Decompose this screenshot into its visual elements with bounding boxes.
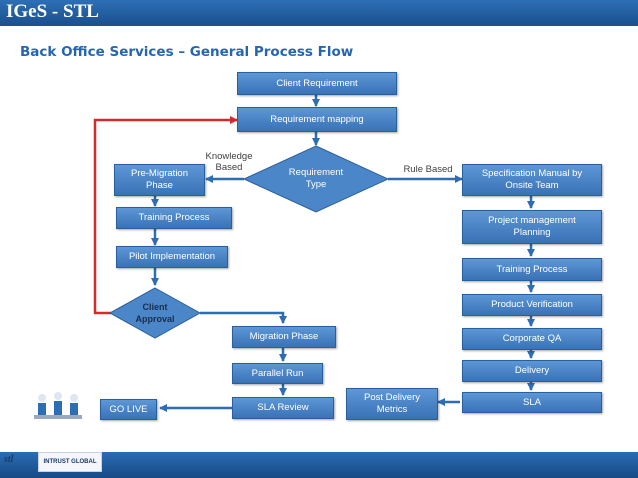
node-sla-review: SLA Review <box>232 397 334 419</box>
node-client-approval-label: Client Approval <box>135 302 175 324</box>
people-illustration <box>34 392 82 419</box>
node-spec-manual: Specification Manual by Onsite Team <box>462 164 602 196</box>
node-delivery: Delivery <box>462 360 602 382</box>
edge-label-rule-based: Rule Based <box>403 164 453 175</box>
node-pilot-implementation: Pilot Implementation <box>116 246 228 268</box>
loop-approval-to-mapping <box>93 116 238 315</box>
node-pre-migration-phase: Pre-Migration Phase <box>114 164 205 196</box>
node-parallel-run: Parallel Run <box>232 363 323 384</box>
footer-bar <box>0 452 638 478</box>
node-migration-phase: Migration Phase <box>232 326 336 348</box>
node-client-requirement: Client Requirement <box>237 72 397 95</box>
header-bar: IGeS - STL <box>0 0 638 26</box>
edge-label-knowledge-based: Knowledge Based <box>205 151 253 173</box>
node-training-process-left: Training Process <box>116 207 232 229</box>
arrow-approval-to-migration <box>200 311 287 324</box>
node-product-verification: Product Verification <box>462 294 602 316</box>
node-training-process-right: Training Process <box>462 258 602 281</box>
node-go-live: GO LIVE <box>100 399 157 420</box>
node-corporate-qa: Corporate QA <box>462 328 602 350</box>
page-title: Back Office Services – General Process F… <box>20 44 354 60</box>
intrust-global-logo: INTRUST GLOBAL <box>38 452 102 472</box>
diamond-requirement-type <box>242 145 390 213</box>
node-requirement-type-label: Requirement Type <box>288 167 344 190</box>
diamond-client-approval <box>108 287 202 339</box>
header-title: IGeS - STL <box>6 1 99 22</box>
node-post-delivery-metrics: Post Delivery Metrics <box>346 388 438 420</box>
node-sla: SLA <box>462 392 602 413</box>
node-requirement-mapping: Requirement mapping <box>237 107 397 132</box>
node-project-management-planning: Project management Planning <box>462 210 602 244</box>
stl-logo: stl <box>4 454 14 465</box>
